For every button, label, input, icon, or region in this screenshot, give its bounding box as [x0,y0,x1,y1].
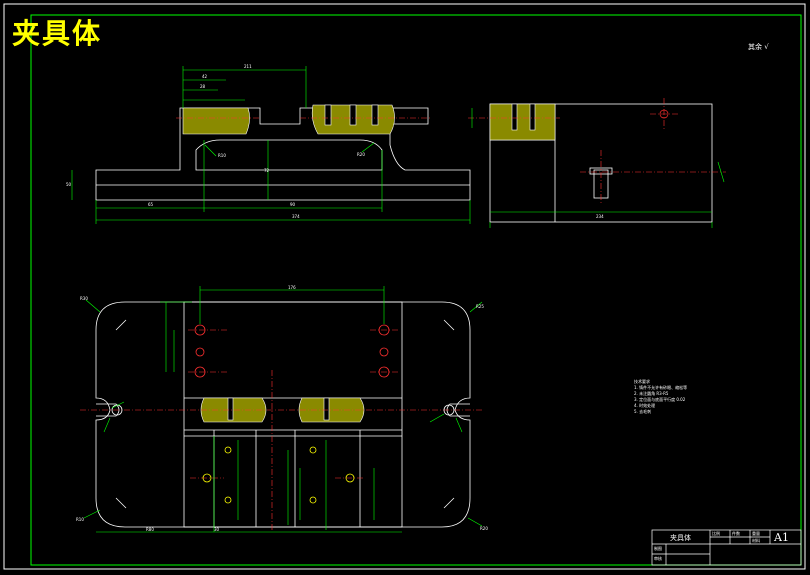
title-block [651,529,802,566]
plan-hatch [200,397,365,423]
dim-front-bottom-mid: 90 [290,202,296,207]
plan-centerlines [80,329,484,530]
dim-front-height: 50 [66,182,72,187]
tech-req-line: 2. 未注圆角 R3-R5 [634,391,669,396]
inner-border [30,14,802,566]
front-hatch [182,104,395,135]
dim-front-total: 374 [292,214,300,219]
drawing-title: 夹具体 [12,17,103,50]
label-front-r1: R10 [218,153,226,158]
dim-front-top-3: 28 [200,84,206,89]
tech-req-line: 5. 去毛刺 [634,409,652,414]
plan-dimensions [83,286,483,533]
tech-req-line: 技术要求 [634,379,650,384]
tech-req-line: 3. 定位面与底面平行度 0.02 [634,397,686,402]
sheet-size: A1 [774,531,789,544]
label-plan-r4: R25 [476,304,484,309]
tb-cell: 比例 [712,531,720,536]
title-block-name: 夹具体 [670,534,691,542]
tb-cell: 材料 [752,538,760,543]
front-dimensions [71,66,471,224]
side-hole [659,109,669,119]
tb-row: 审核 [654,556,662,561]
dim-side-total: 234 [596,214,604,219]
technical-requirements: 技术要求 1. 铸件不允许有砂眼、缩松等 2. 未注圆角 R3-R5 3. 定位… [634,379,692,415]
side-dimensions [471,108,725,228]
dim-plan-top: 176 [288,285,296,290]
dim-front-top-2: 42 [202,74,208,79]
roughness-icon: √ [764,43,769,51]
tb-cell: 件数 [732,531,740,536]
label-plan-r1: R10 [76,517,84,522]
tech-req-line: 4. 时效处理 [634,403,656,408]
tb-row: 制图 [654,546,662,551]
tech-req-line: 1. 铸件不允许有砂眼、缩松等 [634,385,688,390]
label-front-r2: R20 [357,152,365,157]
dim-front-bottom-left: 65 [148,202,154,207]
dim-plan-bottom-mid: 30 [214,527,220,532]
plan-view [95,301,471,528]
outer-border [3,3,806,570]
plan-holes [111,324,455,504]
label-plan-r2: R20 [480,526,488,531]
label-plan-r3: R30 [80,296,88,301]
dim-front-top-1: 211 [244,64,252,69]
roughness-note: 其余 √ [748,42,769,52]
dim-front-mid-height: 72 [264,168,270,173]
side-hatch [489,103,556,141]
dim-plan-bottom-left: R80 [146,527,154,532]
side-centerlines [468,98,726,205]
front-view [95,107,471,201]
tb-cell: 重量 [752,531,760,536]
roughness-note-text: 其余 [748,43,762,51]
